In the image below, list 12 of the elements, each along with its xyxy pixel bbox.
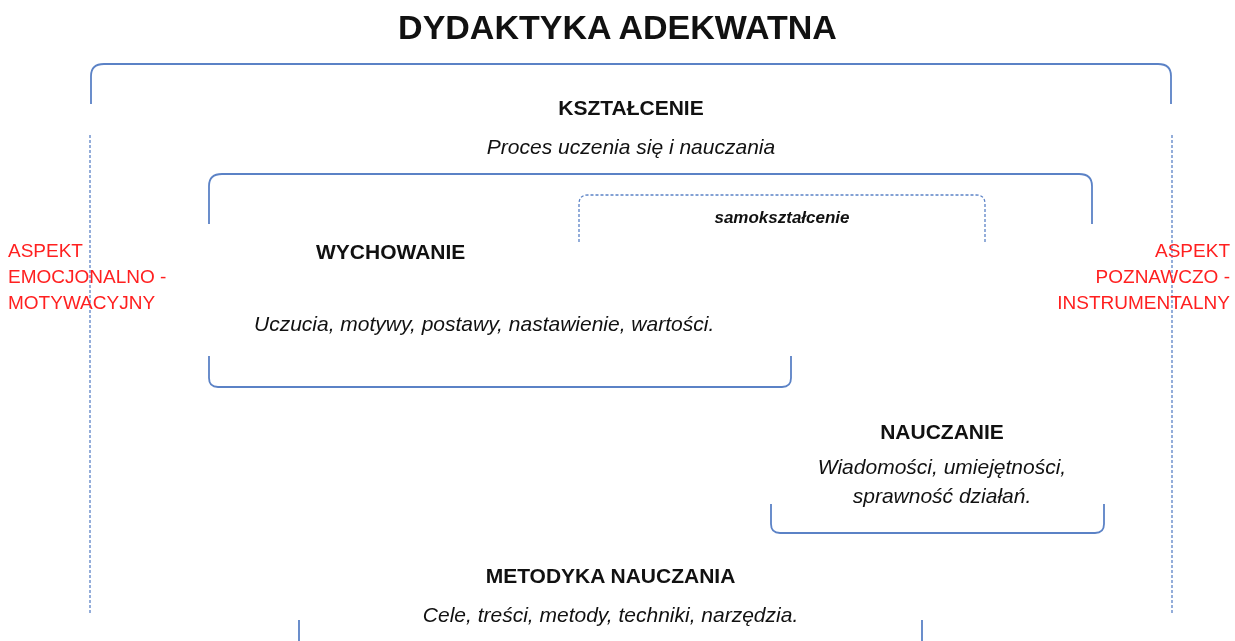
node-heading: METODYKA NAUCZANIA xyxy=(484,564,737,588)
node-description: Uczucia, motywy, postawy, nastawienie, wartości. xyxy=(254,311,716,337)
node-description: Cele, treści, metody, techniki, narzędzia. xyxy=(421,602,800,628)
node-heading: WYCHOWANIE xyxy=(316,240,466,264)
node-heading: NAUCZANIE xyxy=(879,420,1005,444)
node-description: Proces uczenia się i nauczania xyxy=(485,134,777,160)
node-heading: KSZTAŁCENIE xyxy=(557,96,705,120)
node-heading: samokształcenie xyxy=(713,208,851,228)
aspect-label: ASPEKT POZNAWCZO - INSTRUMENTALNY xyxy=(1056,239,1230,315)
node-description: Wiadomości, umiejętności, sprawność działań. xyxy=(816,454,1068,509)
aspect-label: ASPEKT EMOCJONALNO - MOTYWACYJNY xyxy=(8,239,168,315)
diagram-title: DYDAKTYKA ADEKWATNA xyxy=(397,8,838,47)
